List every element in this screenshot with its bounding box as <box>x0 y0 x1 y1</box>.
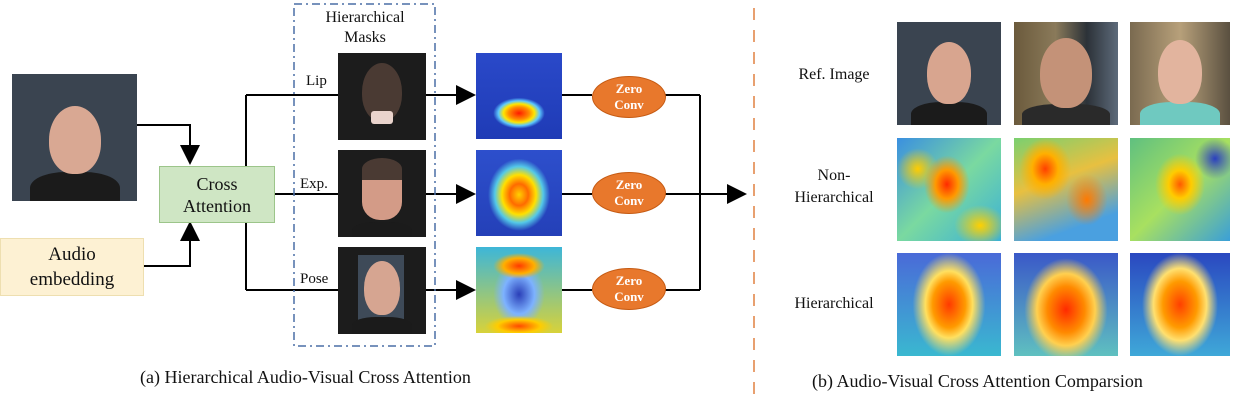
zero-conv-exp: Zero Conv <box>592 172 666 214</box>
non-hier-heatmap-1 <box>897 138 1001 241</box>
branch-label-exp: Exp. <box>300 176 328 192</box>
row-label-hierarchical: Hierarchical <box>794 295 874 312</box>
non-hier-heatmap-2 <box>1014 138 1118 241</box>
ref-image-2 <box>1014 22 1118 125</box>
cross-attention-line2: Attention <box>183 195 251 216</box>
pose-mask-image <box>338 247 426 334</box>
masks-title: Hierarchical Masks <box>305 8 425 48</box>
caption-a: (a) Hierarchical Audio-Visual Cross Atte… <box>140 367 471 387</box>
caption-b: (b) Audio-Visual Cross Attention Compars… <box>812 371 1143 391</box>
hier-heatmap-1 <box>897 253 1001 356</box>
zero-conv-lip: Zero Conv <box>592 76 666 118</box>
zero-conv-lip-line1: Zero <box>615 81 643 96</box>
non-hier-heatmap-3 <box>1130 138 1230 241</box>
arrow-image-to-cross <box>137 124 200 165</box>
lip-heatmap <box>476 53 562 139</box>
zero-conv-exp-line1: Zero <box>615 177 643 192</box>
hier-heatmap-2 <box>1014 253 1118 356</box>
zero-conv-pose: Zero Conv <box>592 268 666 310</box>
masks-title-line1: Hierarchical <box>325 9 405 26</box>
arrow-audio-to-cross <box>143 221 200 267</box>
row-label-non-hierarchical: Non- Hierarchical <box>794 167 874 206</box>
zero-conv-exp-line2: Conv <box>614 193 644 208</box>
hier-heatmap-3 <box>1130 253 1230 356</box>
lip-mask-image <box>338 53 426 140</box>
audio-embedding-box: Audio embedding <box>0 238 144 296</box>
expression-mask-image <box>338 150 426 237</box>
reference-image <box>12 74 137 201</box>
masks-title-line2: Masks <box>344 29 386 46</box>
branch-label-pose: Pose <box>300 271 329 287</box>
zero-conv-pose-line1: Zero <box>615 273 643 288</box>
zero-conv-lip-line2: Conv <box>614 97 644 112</box>
ref-image-1 <box>897 22 1001 125</box>
branch-label-lip: Lip <box>306 73 327 89</box>
audio-embedding-line1: Audio <box>48 244 96 265</box>
row-label-ref: Ref. Image <box>798 66 870 83</box>
cross-attention-line1: Cross <box>196 173 238 194</box>
audio-embedding-line2: embedding <box>29 269 115 290</box>
cross-attention-box: Cross Attention <box>159 166 275 223</box>
zero-conv-pose-line2: Conv <box>614 289 644 304</box>
ref-image-3 <box>1130 22 1230 125</box>
pose-heatmap <box>476 247 562 333</box>
masks-group-box <box>293 3 436 347</box>
expression-heatmap <box>476 150 562 236</box>
